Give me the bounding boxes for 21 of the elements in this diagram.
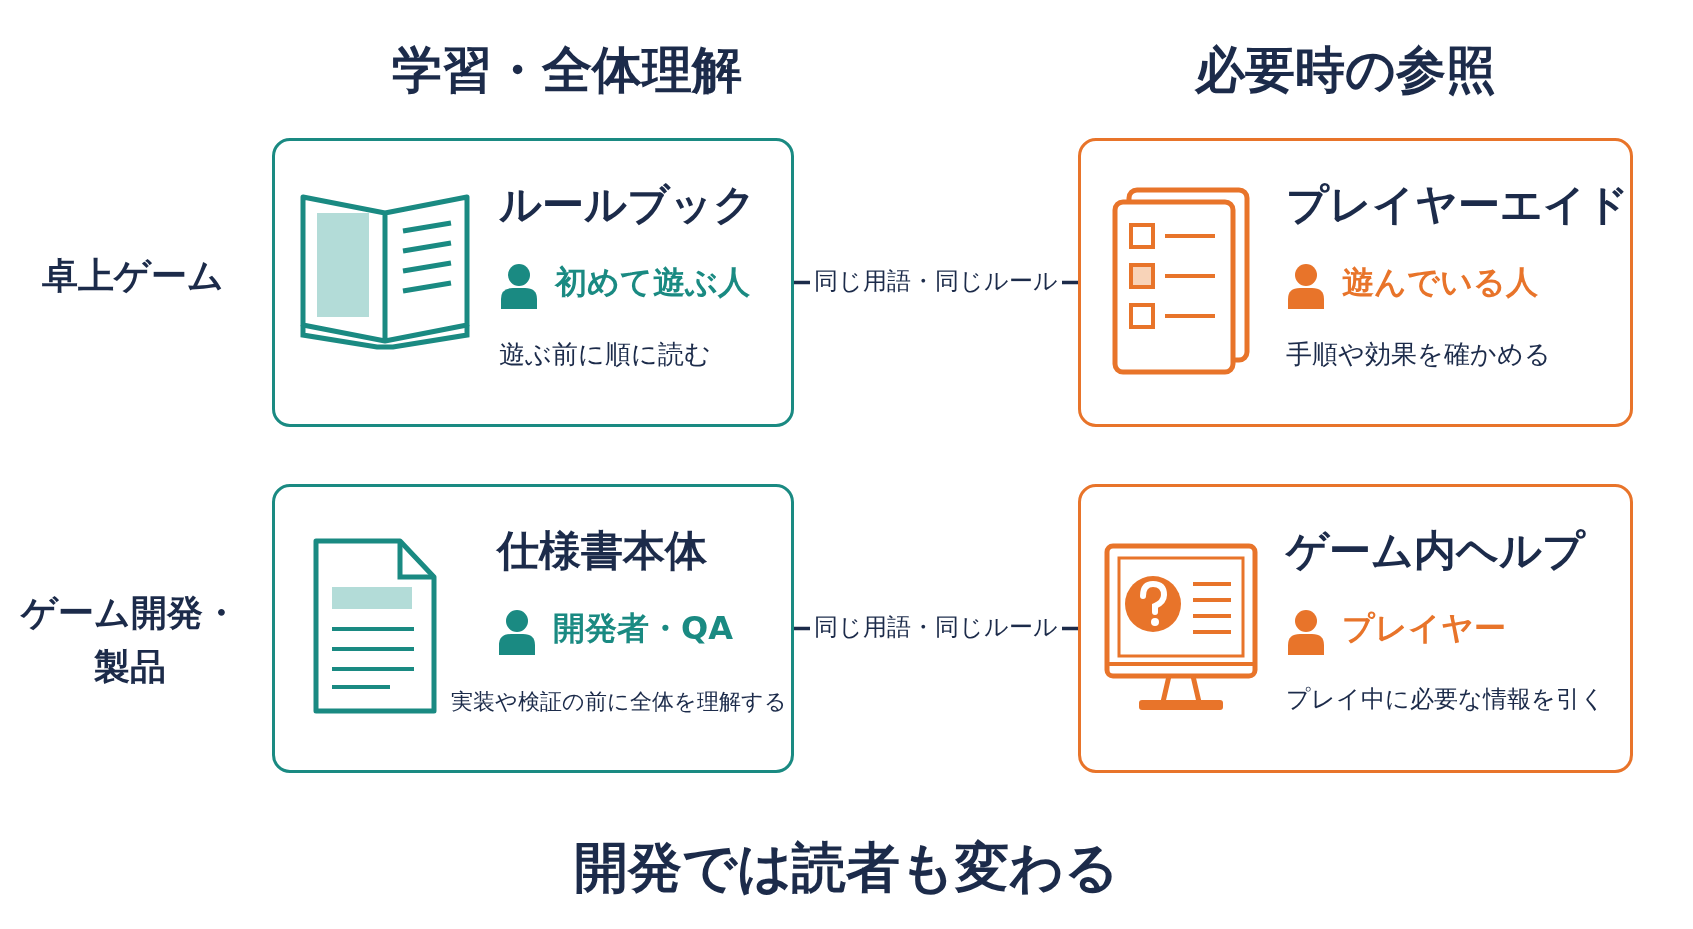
info-card (272, 484, 794, 773)
reader-label: 遊んでいる人 (1342, 262, 1538, 303)
card-title: プレイヤーエイド (1286, 179, 1629, 231)
card-description: 手順や効果を確かめる (1286, 338, 1551, 371)
row-label: 卓上ゲーム (41, 254, 225, 298)
info-card (1078, 138, 1633, 427)
card-description: プレイ中に必要な情報を引く (1286, 684, 1605, 715)
card-description: 実装や検証の前に全体を理解する (451, 688, 787, 716)
row-label: ゲーム開発・製品 (20, 591, 240, 689)
diagram-caption: 開発では読者も変わる (573, 835, 1120, 901)
reader-label: 開発者・QA (553, 608, 733, 649)
card-description: 遊ぶ前に順に読む (499, 338, 711, 371)
card-title: ゲーム内ヘルプ (1286, 525, 1585, 577)
info-card (1078, 484, 1633, 773)
reader-label: プレイヤー (1342, 608, 1506, 649)
card-title: ルールブック (499, 179, 756, 231)
info-card (272, 138, 794, 427)
card-title: 仕様書本体 (497, 525, 707, 577)
reader-label: 初めて遊ぶ人 (555, 262, 750, 303)
column-heading: 学習・全体理解 (391, 39, 743, 101)
column-heading: 必要時の参照 (1193, 39, 1497, 101)
